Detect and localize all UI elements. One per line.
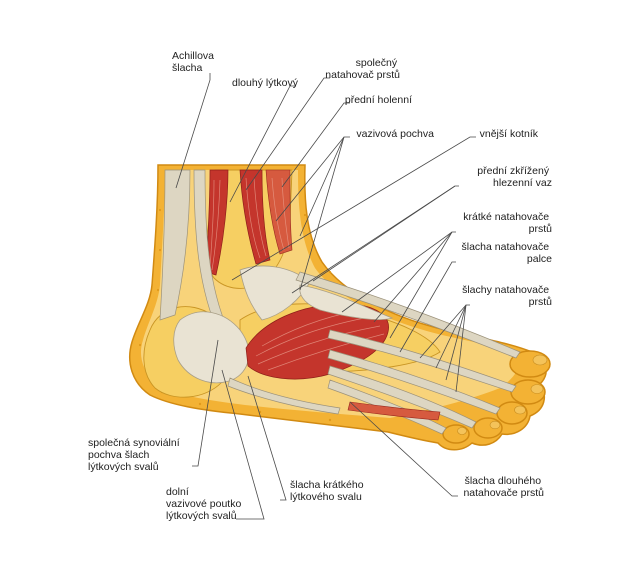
label-kratke-natahovace: krátké natahovače prstů	[463, 211, 552, 235]
tendon-hallucis	[295, 271, 521, 359]
label-spolecny-natahovac: společný natahovač prstů	[325, 57, 400, 81]
label-predni-zkrizeny: přední zkřížený hlezenní vaz	[477, 165, 552, 189]
label-dolni-poutko: dolní vazivové poutko lýtkových svalů	[166, 486, 244, 522]
label-dlouhy-lytkovy: dlouhý lýtkový	[232, 77, 299, 89]
label-achillova-slacha: Achillova šlacha	[172, 50, 217, 74]
foot-illustration	[129, 164, 551, 451]
muscle-tibialis-anterior	[265, 169, 293, 255]
tendon-digit-3	[327, 349, 501, 415]
dorsal-sheath	[299, 284, 394, 320]
tendon-peroneus-brevis	[227, 377, 341, 415]
achilles-tendon	[159, 169, 191, 321]
tendon-digit-2	[327, 329, 517, 393]
label-slacha-natahovace-palce: šlacha natahovače palce	[462, 241, 553, 265]
labels: Achillova šlacha dlouhý lýtkový společný…	[88, 50, 552, 522]
sole-muscle-strip	[347, 401, 441, 421]
label-vazivova-pochva: vazivová pochva	[356, 128, 434, 140]
toe-fifth	[442, 424, 470, 444]
label-vnejsi-kotnik: vnější kotník	[480, 128, 539, 140]
label-synovialni-pochva: společná synoviální pochva šlach lýtkový…	[88, 437, 183, 473]
inferior-retinaculum	[239, 265, 311, 321]
label-slacha-kratkeho: šlacha krátkého lýtkového svalu	[290, 479, 366, 503]
label-predni-holenni: přední holenní	[345, 94, 412, 106]
leader-lines	[175, 73, 476, 520]
toes	[442, 350, 551, 444]
label-slachy-natahovace-prstu: šlachy natahovače prstů	[462, 284, 552, 308]
leg-muscles	[205, 169, 293, 276]
label-slacha-dlouheho: šlacha dlouhého natahovače prstů	[463, 475, 544, 499]
